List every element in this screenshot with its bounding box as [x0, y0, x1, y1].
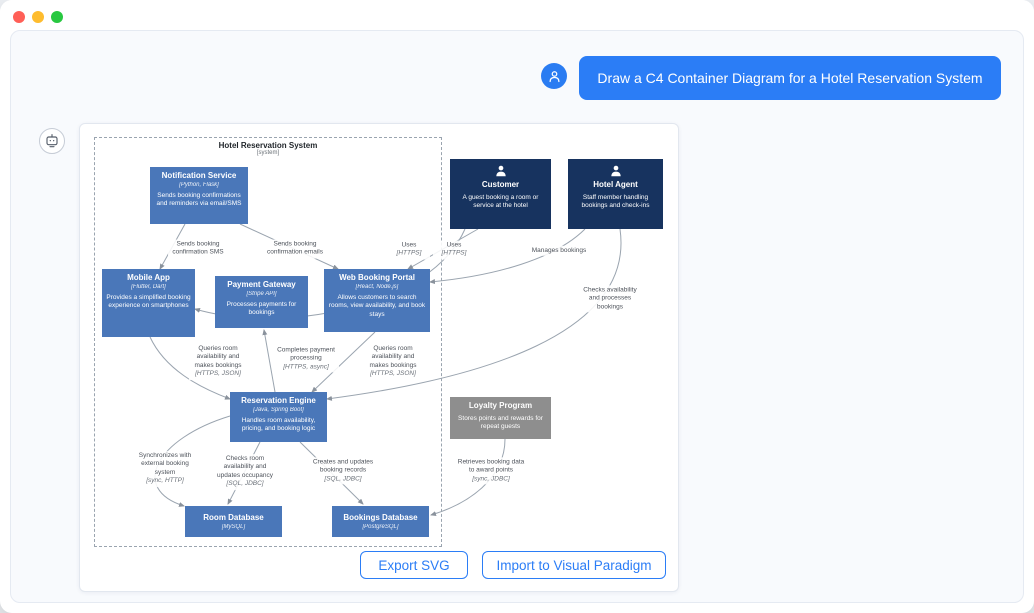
- node-tech: [Flutter, Dart]: [131, 283, 166, 290]
- export-svg-button[interactable]: Export SVG: [360, 551, 468, 579]
- edge-label-creates-updates: Creates and updates booking records [SQL…: [308, 457, 378, 485]
- edge-label-text: Queries room availability and makes book…: [194, 345, 242, 369]
- node-loyalty-program: Loyalty Program Stores points and reward…: [450, 397, 551, 439]
- node-notification-service: Notification Service [Python, Flask] Sen…: [150, 167, 248, 224]
- node-title: Hotel Agent: [593, 180, 638, 189]
- edge-label-sends-sms: Sends booking confirmation SMS: [168, 239, 228, 259]
- edge-label-text: Synchronizes with external booking syste…: [138, 452, 192, 476]
- edge-label-queries-portal: Queries room availability and makes book…: [364, 344, 422, 380]
- edge-label-text: Uses: [401, 241, 417, 249]
- edge-label-tech: [HTTPS, async]: [283, 363, 329, 371]
- node-web-booking-portal: Web Booking Portal [React, Node.js] Allo…: [324, 269, 430, 332]
- bot-icon: [46, 134, 58, 148]
- edge-label-text: Checks availability and processes bookin…: [583, 286, 637, 311]
- user-avatar: [541, 63, 567, 89]
- edge-label-text: Creates and updates booking records: [312, 458, 374, 474]
- node-title: Web Booking Portal: [339, 273, 415, 282]
- person-icon: [495, 165, 506, 177]
- boundary-subtitle: [system]: [256, 150, 280, 156]
- edge-label-retrieves-booking: Retrieves booking data to award points […: [455, 457, 527, 485]
- edge-label-text: Queries room availability and makes book…: [369, 345, 417, 369]
- node-desc: A guest booking a room or service at the…: [462, 193, 539, 210]
- edge-label-tech: [HTTPS]: [441, 250, 467, 257]
- node-desc: Processes payments for bookings: [226, 300, 297, 317]
- node-tech: [Java, Spring Boot]: [253, 406, 304, 413]
- node-title: Bookings Database: [343, 513, 418, 523]
- node-customer: Customer A guest booking a room or servi…: [450, 159, 551, 229]
- minimize-window-button[interactable]: [32, 11, 44, 23]
- node-tech: [React, Node.js]: [355, 283, 399, 290]
- edge-label-tech: [HTTPS, JSON]: [195, 370, 241, 378]
- zoom-window-button[interactable]: [51, 11, 63, 23]
- node-desc: Handles room availability, pricing, and …: [241, 416, 316, 433]
- edge-label-text: Sends booking confirmation SMS: [172, 240, 224, 256]
- diagram-card: Hotel Reservation System [system]: [79, 123, 679, 592]
- node-bookings-database: Bookings Database [PostgreSQL]: [332, 506, 429, 537]
- node-title: Reservation Engine: [241, 396, 316, 405]
- node-desc: Allows customers to search rooms, view a…: [328, 293, 426, 319]
- content-panel: Draw a C4 Container Diagram for a Hotel …: [10, 30, 1024, 603]
- node-title: Loyalty Program: [468, 401, 533, 410]
- node-tech: [MySQL]: [221, 523, 246, 530]
- edge-label-sends-emails: Sends booking confirmation emails: [262, 239, 328, 259]
- boundary-title: Hotel Reservation System: [218, 141, 318, 150]
- edge-label-text: Uses: [446, 241, 462, 249]
- assistant-badge: [39, 128, 65, 154]
- edge-label-text: Retrieves booking data to award points: [457, 458, 525, 474]
- person-icon: [549, 70, 559, 82]
- node-payment-gateway: Payment Gateway [Stripe API] Processes p…: [215, 276, 308, 328]
- node-desc: Stores points and rewards for repeat gue…: [458, 414, 543, 431]
- edge-loyalty-to-bookings-database: [430, 438, 506, 516]
- edge-label-text: Checks room availability and updates occ…: [216, 455, 273, 479]
- window-titlebar: [0, 0, 1034, 30]
- system-boundary: Hotel Reservation System [system]: [94, 137, 442, 547]
- node-desc: Provides a simplified booking experience…: [106, 293, 191, 310]
- chat-user-message: Draw a C4 Container Diagram for a Hotel …: [579, 56, 1001, 100]
- edge-web-portal-to-reservation-engine: [311, 331, 376, 393]
- edge-label-tech: [SQL, JDBC]: [226, 480, 264, 488]
- edge-label-uses-portal: Uses [HTTPS]: [388, 240, 430, 260]
- person-icon: [610, 165, 621, 177]
- edge-label-tech: [sync, HTTP]: [146, 477, 184, 485]
- node-title: Mobile App: [127, 273, 170, 282]
- edge-label-uses-mobile: Uses [HTTPS]: [433, 240, 475, 260]
- edge-label-tech: [HTTPS]: [396, 250, 422, 257]
- node-tech: [PostgreSQL]: [362, 523, 399, 530]
- edge-label-manages-bookings: Manages bookings: [522, 245, 596, 257]
- edge-label-text: Sends booking confirmation emails: [267, 240, 323, 256]
- edge-label-synchronizes: Synchronizes with external booking syste…: [134, 451, 196, 487]
- import-visual-paradigm-button[interactable]: Import to Visual Paradigm: [482, 551, 666, 579]
- edge-label-checks-room: Checks room availability and updates occ…: [213, 454, 277, 490]
- edge-reservation-engine-to-payment-gateway: [262, 329, 276, 393]
- edge-agent-to-web-portal: [429, 228, 586, 285]
- edge-mobile-app-to-reservation-engine: [149, 336, 231, 400]
- edge-label-text: Manages bookings: [531, 246, 587, 254]
- node-title: Customer: [481, 180, 520, 189]
- node-title: Notification Service: [161, 171, 237, 180]
- edge-label-queries-mobile: Queries room availability and makes book…: [189, 344, 247, 380]
- node-hotel-agent: Hotel Agent Staff member handling bookin…: [568, 159, 663, 229]
- node-desc: Staff member handling bookings and check…: [581, 193, 650, 210]
- node-title: Room Database: [203, 513, 264, 523]
- edge-label-checks-availability: Checks availability and processes bookin…: [578, 285, 642, 313]
- node-mobile-app: Mobile App [Flutter, Dart] Provides a si…: [102, 269, 195, 337]
- node-tech: [Python, Flask]: [179, 181, 219, 188]
- edge-label-tech: [HTTPS, JSON]: [370, 370, 416, 378]
- node-tech: [Stripe API]: [246, 290, 277, 297]
- edge-agent-to-reservation-engine: [326, 228, 622, 401]
- edge-label-tech: [sync, JDBC]: [472, 475, 510, 483]
- edge-label-tech: [SQL, JDBC]: [324, 475, 362, 483]
- node-room-database: Room Database [MySQL]: [185, 506, 282, 537]
- edge-label-text: Completes payment processing: [277, 346, 335, 362]
- node-reservation-engine: Reservation Engine [Java, Spring Boot] H…: [230, 392, 327, 442]
- node-desc: Sends booking confirmations and reminder…: [156, 191, 242, 208]
- close-window-button[interactable]: [13, 11, 25, 23]
- edge-label-completes-payment: Completes payment processing [HTTPS, asy…: [273, 345, 339, 373]
- node-title: Payment Gateway: [227, 280, 296, 289]
